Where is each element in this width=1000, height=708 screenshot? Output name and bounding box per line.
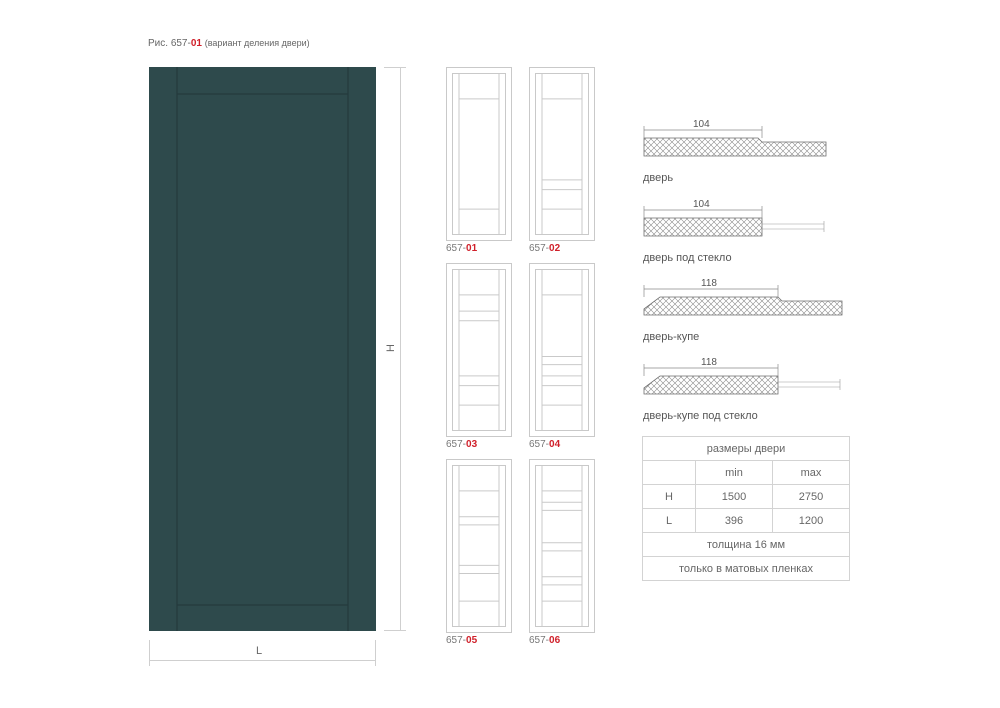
size-table-title-row: размеры двери [642, 436, 850, 461]
variant-label-code: 03 [466, 439, 478, 450]
variant-label-code: 04 [549, 439, 561, 450]
profile-dimension: 118 [701, 357, 717, 368]
variant-label-prefix: 657- [446, 635, 467, 646]
profile-dimension: 118 [701, 278, 717, 289]
height-label: H [384, 344, 397, 352]
variant-label-code: 05 [466, 635, 478, 646]
caption-prefix: Рис. 657- [148, 38, 191, 49]
variant-label-prefix: 657- [529, 243, 550, 254]
size-table-finish: только в матовых пленках [642, 556, 850, 581]
size-table-thickness: толщина 16 мм [642, 532, 850, 557]
door-variant-03 [446, 263, 512, 437]
size-table-corner [642, 460, 696, 485]
variant-label: 657-06 [529, 635, 560, 646]
door-slab [149, 67, 376, 631]
size-table-cell-min: 1500 [695, 484, 773, 509]
variant-label: 657-01 [446, 243, 477, 254]
caption-code: 01 [190, 38, 202, 49]
variant-label-code: 01 [466, 243, 478, 254]
height-dimension-tick-bottom [384, 630, 406, 631]
size-table-header-row: min max [642, 460, 850, 485]
variant-label: 657-03 [446, 439, 477, 450]
size-table: размеры двери min max H 1500 2750 L 396 … [642, 436, 850, 581]
variant-label: 657-05 [446, 635, 477, 646]
profile-dimension: 104 [693, 199, 710, 210]
door-variant-02 [529, 67, 595, 241]
profile-door-drawing [643, 126, 827, 157]
door-variant-04 [529, 263, 595, 437]
profile-label: дверь-купе [643, 331, 700, 343]
profile-label: дверь-купе под стекло [643, 410, 758, 422]
door-variant-06 [529, 459, 595, 633]
width-dimension-line [149, 660, 376, 661]
profile-coupe-glass-drawing [643, 364, 841, 395]
size-table-title: размеры двери [642, 436, 850, 461]
door-variant-01 [446, 67, 512, 241]
size-table-col-max: max [772, 460, 850, 485]
profile-label: дверь [643, 172, 674, 184]
size-table-col-min: min [695, 460, 773, 485]
size-table-cell-max: 2750 [772, 484, 850, 509]
variant-label-code: 02 [549, 243, 561, 254]
variant-label-code: 06 [549, 635, 561, 646]
profile-door-glass-drawing [643, 206, 825, 237]
profile-coupe-drawing [643, 285, 843, 316]
width-dimension-tick-left [149, 640, 150, 666]
profile-dimension: 104 [693, 119, 710, 130]
door-variant-05 [446, 459, 512, 633]
caption-note: (вариант деления двери) [204, 38, 310, 48]
height-dimension-tick-top [384, 67, 406, 68]
door-frame-lines [176, 67, 349, 631]
size-table-finish-row: только в матовых пленках [642, 556, 850, 581]
variant-label-prefix: 657- [529, 635, 550, 646]
size-table-row-l: L 396 1200 [642, 508, 850, 533]
width-label: L [256, 645, 263, 657]
profile-label: дверь под стекло [643, 252, 732, 264]
variant-label: 657-04 [529, 439, 560, 450]
size-table-row-h: H 1500 2750 [642, 484, 850, 509]
size-table-row-label: L [642, 508, 696, 533]
figure-caption: Рис. 657-01 (вариант деления двери) [148, 38, 310, 49]
size-table-thickness-row: толщина 16 мм [642, 532, 850, 557]
main-door [149, 67, 376, 631]
variant-label: 657-02 [529, 243, 560, 254]
variant-label-prefix: 657- [446, 243, 467, 254]
size-table-cell-max: 1200 [772, 508, 850, 533]
width-dimension-tick-right [375, 640, 376, 666]
height-dimension-line [400, 67, 401, 631]
variant-label-prefix: 657- [529, 439, 550, 450]
size-table-row-label: H [642, 484, 696, 509]
variant-label-prefix: 657- [446, 439, 467, 450]
size-table-cell-min: 396 [695, 508, 773, 533]
